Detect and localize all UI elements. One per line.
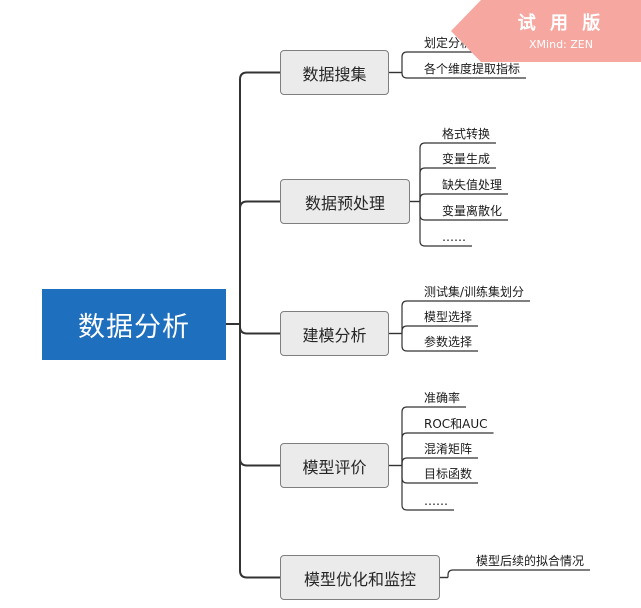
leaf-0-1[interactable]: 各个维度提取指标 xyxy=(424,62,521,76)
leaf-3-1[interactable]: ROC和AUC xyxy=(424,417,488,431)
branch-label: 模型优化和监控 xyxy=(303,569,416,589)
leaf-connector-1-2 xyxy=(419,193,509,202)
leaf-2-1[interactable]: 模型选择 xyxy=(424,310,473,324)
branch-label: 模型评价 xyxy=(302,457,367,477)
leaf-connector-1-1 xyxy=(419,167,497,202)
leaf-connector-2-1 xyxy=(401,325,479,334)
leaf-1-4[interactable]: …… xyxy=(442,230,466,244)
branch-connector-4 xyxy=(239,324,280,579)
watermark-subtitle: XMind: ZEN xyxy=(529,38,593,51)
branch-label: 数据搜集 xyxy=(302,64,367,84)
leaf-1-1[interactable]: 变量生成 xyxy=(442,152,491,166)
branch-data-collection[interactable]: 数据搜集 xyxy=(280,50,389,95)
branch-connector-0 xyxy=(239,71,280,324)
leaf-3-4[interactable]: …… xyxy=(424,494,448,508)
leaf-connector-2-2 xyxy=(401,333,479,352)
leaf-1-3[interactable]: 变量离散化 xyxy=(442,204,503,218)
leaf-2-0[interactable]: 测试集/训练集划分 xyxy=(424,285,525,299)
leaf-3-3[interactable]: 目标函数 xyxy=(424,467,473,481)
leaf-connector-3-0 xyxy=(401,406,467,466)
leaf-connector-1-4 xyxy=(419,201,472,247)
branch-preprocessing[interactable]: 数据预处理 xyxy=(280,179,410,224)
trial-watermark-banner: 试 用 版 XMind: ZEN xyxy=(451,0,641,62)
leaf-3-0[interactable]: 准确率 xyxy=(424,391,461,405)
leaf-connector-2-0 xyxy=(401,300,531,334)
branch-label: 数据预处理 xyxy=(304,193,385,213)
leaf-connector-4-0 xyxy=(447,569,591,578)
leaf-connector-3-4 xyxy=(401,465,454,511)
leaf-connector-3-2 xyxy=(401,457,479,466)
leaf-3-2[interactable]: 混淆矩阵 xyxy=(424,442,473,456)
watermark-title: 试 用 版 xyxy=(517,13,605,34)
leaf-4-0[interactable]: 模型后续的拟合情况 xyxy=(476,554,585,568)
branch-connector-1 xyxy=(239,200,280,324)
leaf-1-0[interactable]: 格式转换 xyxy=(442,127,491,141)
leaf-connector-1-0 xyxy=(419,142,497,202)
branch-connector-3 xyxy=(239,324,280,467)
leaf-connector-0-0 xyxy=(401,51,503,73)
branch-connector-2 xyxy=(239,324,280,335)
root-label: 数据分析 xyxy=(78,312,190,343)
root-node[interactable]: 数据分析 xyxy=(42,289,226,360)
branch-optimization[interactable]: 模型优化和监控 xyxy=(280,555,440,600)
leaf-1-2[interactable]: 缺失值处理 xyxy=(442,178,503,192)
leaf-connector-3-1 xyxy=(401,432,494,466)
leaf-2-2[interactable]: 参数选择 xyxy=(424,335,473,349)
branch-modeling[interactable]: 建模分析 xyxy=(280,311,389,356)
branch-evaluation[interactable]: 模型评价 xyxy=(280,443,389,488)
branch-label: 建模分析 xyxy=(302,325,367,345)
leaf-connector-0-1 xyxy=(401,72,527,79)
